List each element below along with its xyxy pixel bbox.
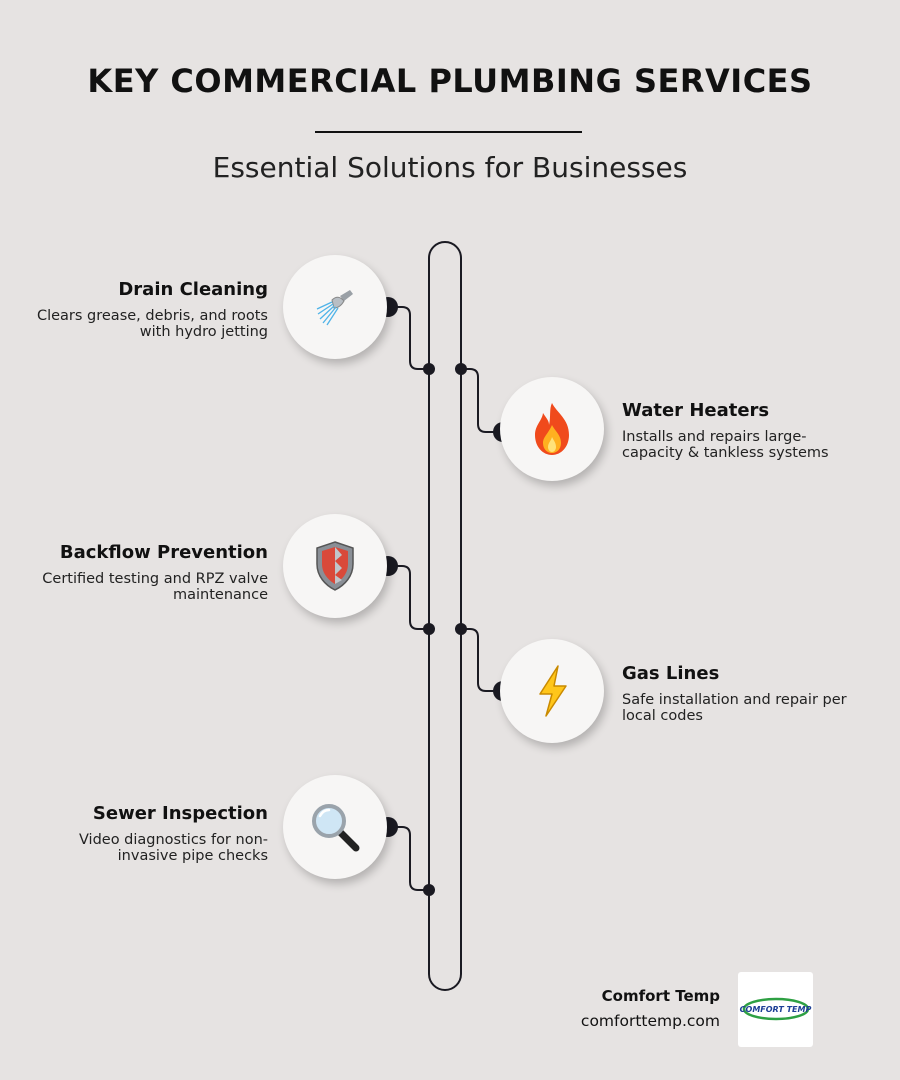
timeline-spine: [428, 241, 462, 991]
connector-backflow: [388, 565, 429, 630]
connector-sewer: [388, 826, 429, 891]
page-title: KEY COMMERCIAL PLUMBING SERVICES: [87, 62, 813, 100]
title-divider: [315, 131, 582, 133]
service-water-heaters: Water Heaters Installs and repairs large…: [622, 400, 852, 461]
company-logo: COMFORT TEMP: [738, 972, 813, 1047]
connector-dot: [423, 363, 435, 375]
logo-text: COMFORT TEMP: [739, 1005, 812, 1014]
connector-water-heaters: [461, 368, 503, 433]
service-title: Sewer Inspection: [92, 803, 268, 824]
shield-icon: [313, 540, 357, 592]
page-subtitle: Essential Solutions for Businesses: [212, 151, 688, 184]
company-name: Comfort Temp: [601, 987, 720, 1005]
service-description: Video diagnostics for non-invasive pipe …: [78, 832, 268, 864]
connector-dot: [455, 363, 467, 375]
service-sewer-inspection: Sewer Inspection Video diagnostics for n…: [28, 803, 268, 864]
connector-dot: [423, 623, 435, 635]
service-gas-lines: Gas Lines Safe installation and repair p…: [622, 663, 852, 724]
node-sewer-inspection: [283, 775, 387, 879]
service-backflow-prevention: Backflow Prevention Certified testing an…: [28, 542, 268, 603]
service-title: Drain Cleaning: [118, 279, 268, 300]
node-water-heaters: [500, 377, 604, 481]
service-title: Gas Lines: [622, 663, 720, 684]
logo-swoosh: [742, 997, 810, 1021]
service-title: Water Heaters: [622, 400, 770, 421]
service-title: Backflow Prevention: [59, 542, 268, 563]
connector-drain-cleaning: [388, 306, 429, 370]
connector-dot: [423, 884, 435, 896]
shower-head-icon: [310, 282, 360, 332]
node-backflow-prevention: [283, 514, 387, 618]
connector-dot: [455, 623, 467, 635]
connector-gas-lines: [461, 628, 503, 692]
node-drain-cleaning: [283, 255, 387, 359]
magnifier-icon: [308, 800, 362, 854]
service-description: Clears grease, debris, and roots with hy…: [36, 308, 268, 340]
fire-icon: [527, 401, 577, 457]
lightning-icon: [532, 664, 572, 718]
node-gas-lines: [500, 639, 604, 743]
service-description: Certified testing and RPZ valve maintena…: [42, 571, 268, 603]
service-description: Safe installation and repair per local c…: [622, 692, 847, 724]
service-drain-cleaning: Drain Cleaning Clears grease, debris, an…: [28, 279, 268, 340]
service-description: Installs and repairs large-capacity & ta…: [622, 429, 829, 461]
company-url[interactable]: comforttemp.com: [580, 1012, 720, 1030]
